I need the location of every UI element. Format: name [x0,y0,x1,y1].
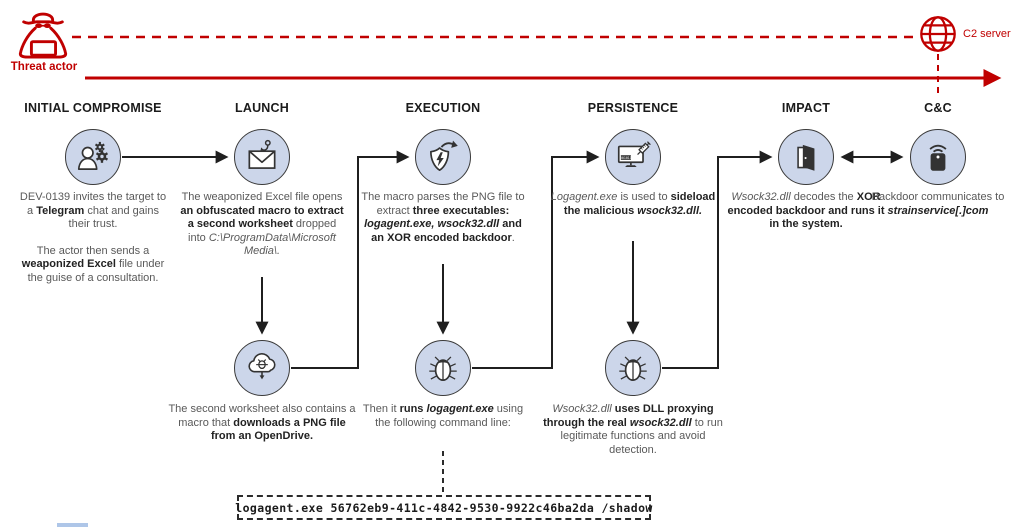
paragraph: Wsock32.dll uses DLL proxying through th… [538,403,728,457]
text-run: and an XOR encoded backdoor [371,218,522,244]
text-run: uses DLL proxying through the real [543,403,714,429]
paragraph: Logagent.exe is used to sideload the mal… [549,191,717,218]
text-run: The actor then sends a [36,244,150,257]
arrow-bug1-to-persistence [472,150,600,369]
text-run: wsock32.dll. [637,204,703,217]
command-line-text: logagent.exe 56762eb9-411c-4842-9530-992… [235,500,653,515]
shield-bolt-icon [430,140,458,172]
command-line-box: logagent.exe 56762eb9-411c-4842-9530-992… [235,495,653,520]
person-gears-icon [77,141,109,170]
text-run: C:\ProgramData\Microsoft Media\. [208,231,336,258]
paragraph: The weaponized Excel file opens an obfus… [178,191,346,259]
text-run: weaponized Excel [21,258,116,270]
text-run: Wsock32.dll [552,403,612,415]
paragraph: The second worksheet also contains a mac… [165,403,359,444]
paragraph: The macro parses the PNG file to extract… [357,191,529,245]
stage-heading-persistence: PERSISTENCE [587,101,679,115]
c2-server-label: C2 server [963,28,1011,40]
text-run: is used to [617,191,671,203]
text-run: wsock32.dll [629,416,692,429]
text-run: Backdoor communicates to [871,191,1005,203]
node-initial-compromise [65,129,121,185]
cloud-malware-download-icon [248,353,276,380]
text-run: chat and gains their trust. [68,204,159,231]
stage-heading-initial-compromise: INITIAL COMPROMISE [24,101,162,115]
text-run: XOR encoded backdoor and runs it in the … [727,191,885,230]
text-run: logagent.exe [426,403,494,415]
text-run: downloads a PNG file from an OpenDrive. [210,416,346,443]
text-run: Logagent.exe [550,191,618,203]
paragraph: Then it runs logagent.exe using the foll… [361,403,525,430]
text-run: strainservice[.]com [887,204,989,217]
cropped-artifact [57,523,88,527]
text-run: Telegram [36,204,85,217]
desc-launch: The weaponized Excel file opens an obfus… [178,191,346,259]
text-run: The macro parses the PNG file to extract [361,191,525,217]
globe-icon [920,16,956,52]
desc-bug-persistence: Wsock32.dll uses DLL proxying through th… [538,403,728,457]
desc-impact: Wsock32.dll decodes the XOR encoded back… [727,191,885,232]
node-impact [778,129,834,185]
gear-icon-large [95,150,109,163]
paragraph: Backdoor communicates to strainservice[.… [871,191,1005,218]
stage-heading-cnc: C&C [924,101,952,115]
text-run: to run legitimate functions and avoid de… [560,416,723,456]
arrow-cloud-to-execution [291,150,410,369]
text-run: Wsock32.dll [731,191,791,203]
paragraph: Wsock32.dll decodes the XOR encoded back… [727,191,885,232]
node-execution [415,129,471,185]
bug-icon [619,356,647,381]
node-bug-execution [415,340,471,396]
text-run: three executables: [412,204,510,217]
paragraph: DEV-0139 invites the target to a Telegra… [16,191,170,232]
beacon-device-icon [929,144,947,171]
arrow-bug2-to-impact [662,150,773,369]
text-run: an obfuscated macro to extract a second … [180,204,344,231]
text-run: . [511,231,515,244]
desc-cnc: Backdoor communicates to strainservice[.… [871,191,1005,218]
stage-heading-execution: EXECUTION [405,101,481,115]
phishing-mail-icon [248,139,276,169]
node-cloud-download [234,340,290,396]
svg-text:001011: 001011 [620,156,632,160]
text-run: DEV-0139 invites the target to a [19,191,167,217]
monitor-syringe-icon: 001011 [617,141,651,168]
desc-execution: The macro parses the PNG file to extract… [357,191,529,245]
text-run: logagent.exe, wsock32.dll [364,218,500,230]
node-bug-persistence [605,340,661,396]
gear-icon-small [94,141,105,153]
stage-heading-impact: IMPACT [781,101,831,115]
node-persistence: 001011 [605,129,661,185]
text-run: sideload the malicious [563,191,716,217]
text-run: Then it [362,403,400,415]
text-run: dropped into [188,218,337,244]
stage-heading-launch: LAUNCH [235,101,289,115]
desc-cloud-download: The second worksheet also contains a mac… [165,403,359,444]
node-launch [234,129,290,185]
text-run: The weaponized Excel file opens [181,191,343,203]
desc-bug-execution: Then it runs logagent.exe using the foll… [361,403,525,430]
text-run: using the following command line: [375,403,524,429]
text-run: The second worksheet also contains a mac… [168,403,356,429]
text-run: file under the guise of a consultation. [27,258,165,284]
desc-persistence: Logagent.exe is used to sideload the mal… [549,191,717,218]
threat-actor-label: Threat actor [10,61,78,73]
bug-icon [429,356,457,381]
text-run: decodes the [790,191,857,203]
spy-icon [18,12,68,59]
paragraph: The actor then sends a weaponized Excel … [16,245,170,286]
node-cnc [910,129,966,185]
desc-initial-compromise: DEV-0139 invites the target to a Telegra… [16,191,170,285]
text-run: runs [399,403,427,415]
backdoor-open-door-icon [797,144,815,171]
